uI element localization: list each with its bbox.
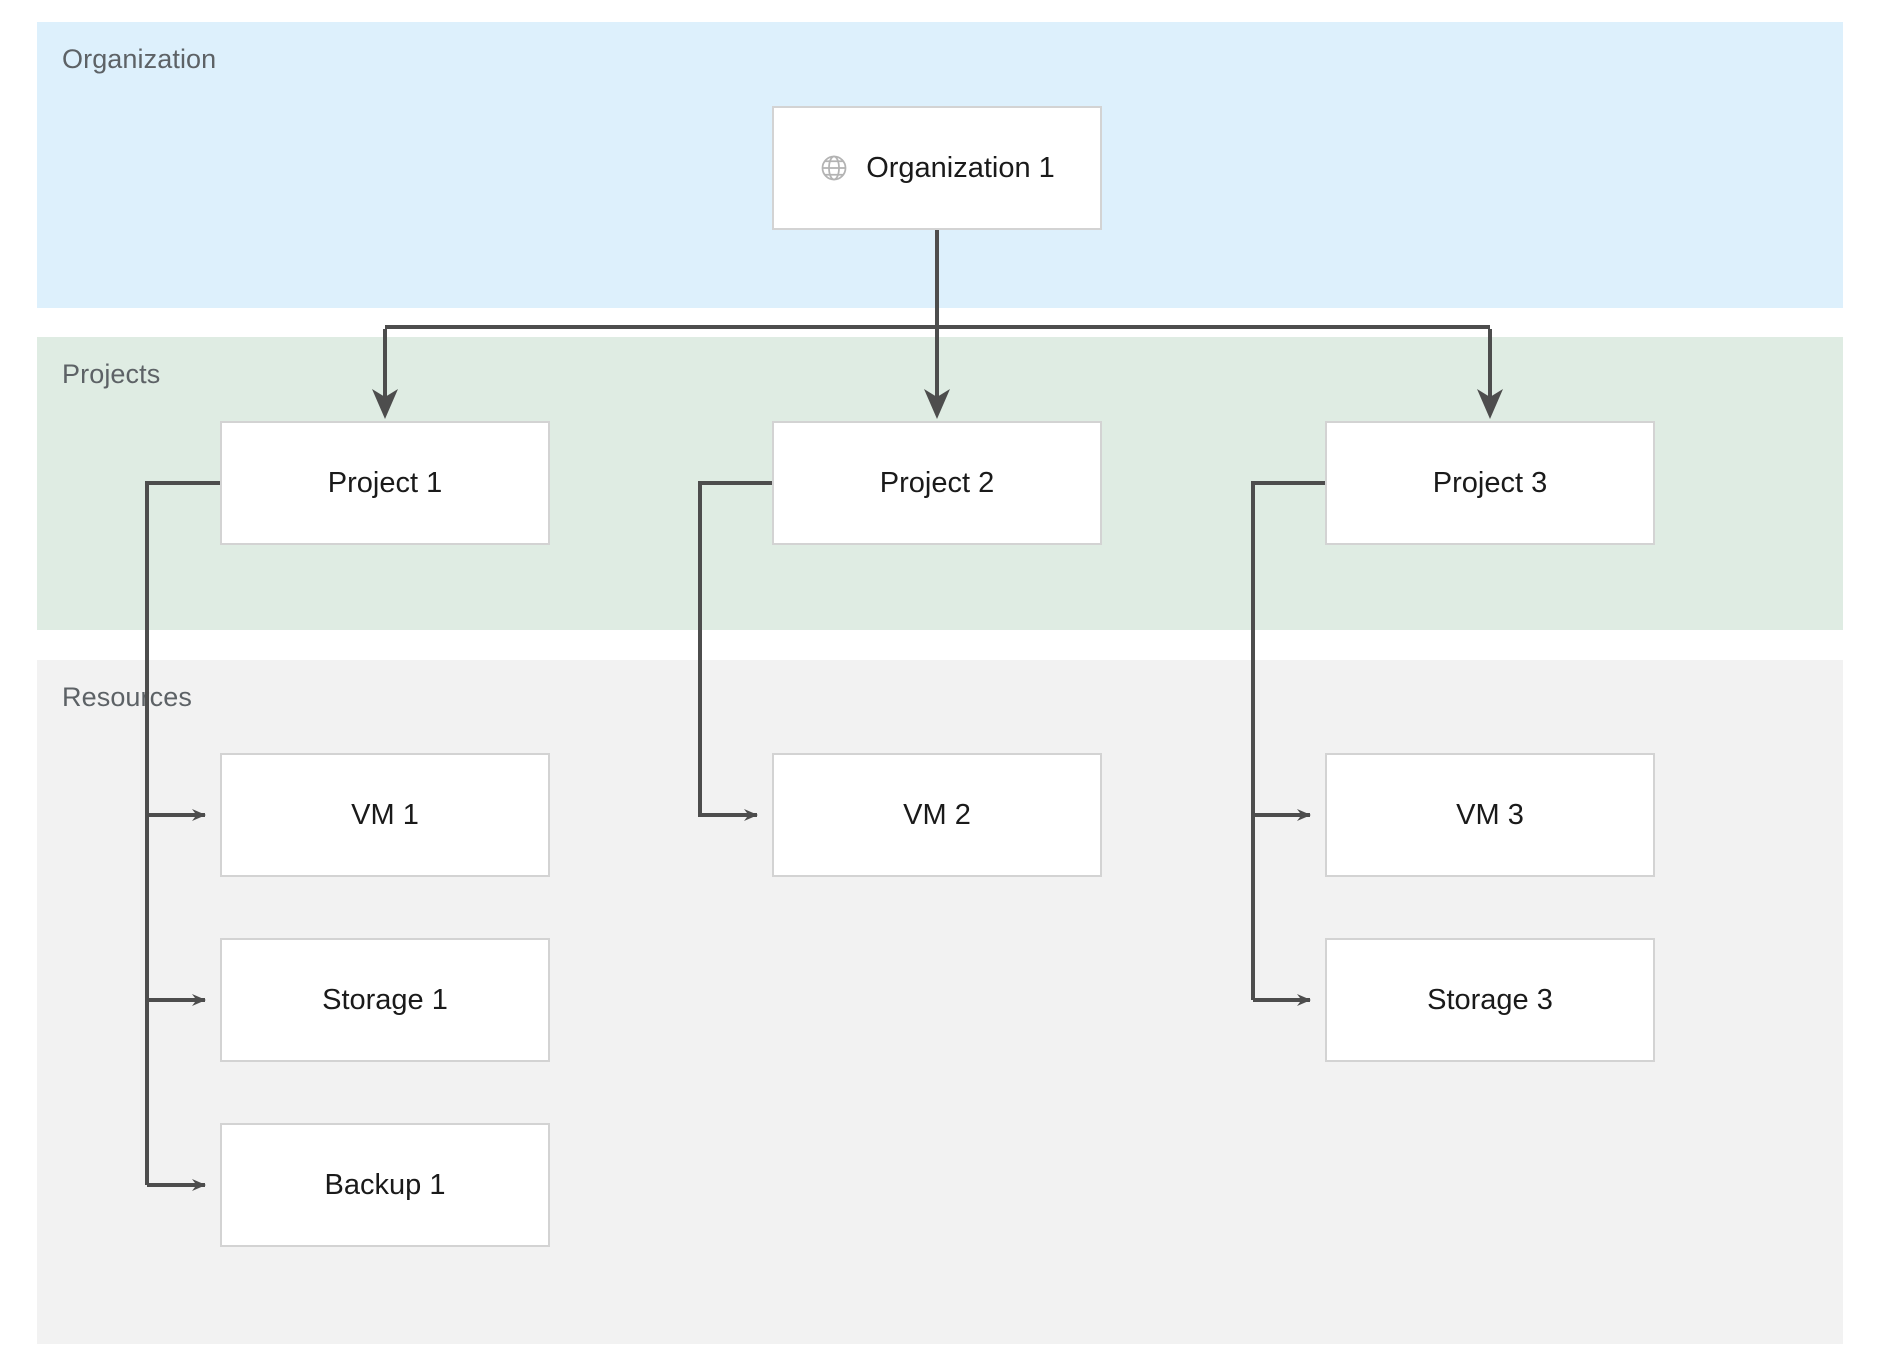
node-label: Organization 1 (866, 151, 1055, 184)
node-storage-3[interactable]: Storage 3 (1325, 938, 1655, 1062)
node-organization-1[interactable]: Organization 1 (772, 106, 1102, 230)
node-project-1[interactable]: Project 1 (220, 421, 550, 545)
node-label: Project 1 (327, 466, 443, 499)
node-project-3[interactable]: Project 3 (1325, 421, 1655, 545)
node-vm-3[interactable]: VM 3 (1325, 753, 1655, 877)
lane-label-resources: Resources (62, 682, 192, 712)
node-project-2[interactable]: Project 2 (772, 421, 1102, 545)
node-label: VM 2 (903, 798, 971, 831)
node-label: Storage 3 (1427, 983, 1553, 1016)
node-label: VM 3 (1456, 798, 1524, 831)
node-label: Project 2 (879, 466, 995, 499)
node-label: Project 3 (1432, 466, 1548, 499)
lane-label-organization: Organization (62, 44, 217, 74)
node-label: VM 1 (351, 798, 419, 831)
node-label: Storage 1 (322, 983, 448, 1016)
node-label: Backup 1 (324, 1168, 446, 1201)
node-vm-2[interactable]: VM 2 (772, 753, 1102, 877)
node-storage-1[interactable]: Storage 1 (220, 938, 550, 1062)
globe-icon (819, 153, 849, 183)
node-backup-1[interactable]: Backup 1 (220, 1123, 550, 1247)
lane-label-projects: Projects (62, 359, 161, 389)
node-vm-1[interactable]: VM 1 (220, 753, 550, 877)
